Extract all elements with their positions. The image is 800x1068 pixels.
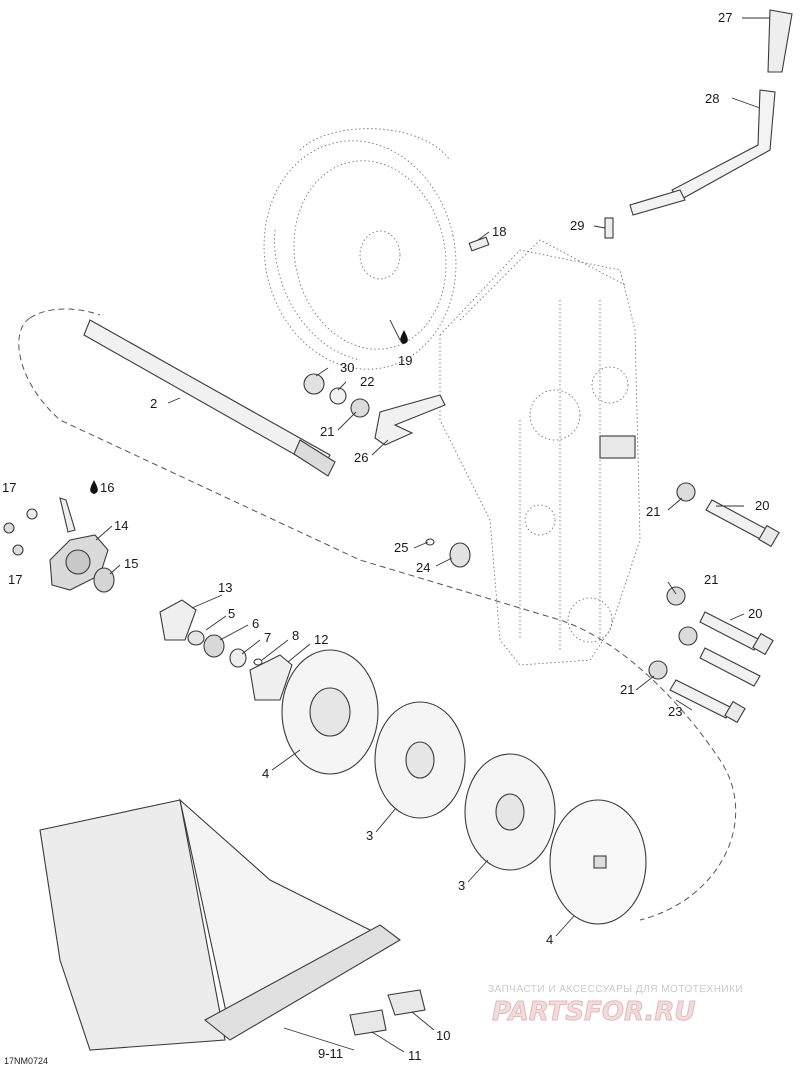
oring-25 <box>425 538 435 546</box>
callout-29: 29 <box>570 218 584 233</box>
callout-5: 5 <box>228 606 235 621</box>
callout-21-upper: 21 <box>320 424 334 439</box>
bolt-20-upper <box>676 482 780 548</box>
callout-20-lower: 20 <box>748 606 762 621</box>
callout-7: 7 <box>264 630 271 645</box>
callout-2: 2 <box>150 396 157 411</box>
callout-30: 30 <box>340 360 354 375</box>
leader-lines <box>95 17 770 1053</box>
callout-22: 22 <box>360 374 374 389</box>
clip-11 <box>349 1009 387 1036</box>
chaincase-housing <box>439 239 641 666</box>
pin-29 <box>604 217 614 239</box>
watermark-logo: PARTSFOR.RU <box>492 997 695 1027</box>
tool-26 <box>374 394 446 446</box>
callout-4-right: 4 <box>546 932 553 947</box>
bearing-housing-14 <box>49 534 109 591</box>
washer-17-a <box>26 508 38 520</box>
plate-13 <box>159 599 197 641</box>
shaft-2 <box>83 319 336 477</box>
callout-21-right-a: 21 <box>646 504 660 519</box>
bearing-15 <box>93 567 115 593</box>
callout-28: 28 <box>705 91 719 106</box>
fitting-16 <box>59 497 76 533</box>
callout-19: 19 <box>398 353 412 368</box>
watermark-tagline: ЗАПЧАСТИ И АКСЕССУАРЫ ДЛЯ МОТОТЕХНИКИ <box>488 984 743 995</box>
callout-16: 16 <box>100 480 114 495</box>
callout-26: 26 <box>354 450 368 465</box>
callout-13: 13 <box>218 580 232 595</box>
callout-17-lower: 17 <box>8 572 22 587</box>
drive-loop-outline <box>18 308 737 921</box>
callout-17-upper: 17 <box>2 480 16 495</box>
washer-22 <box>329 387 347 405</box>
ring-7 <box>229 648 247 668</box>
callout-18: 18 <box>492 224 506 239</box>
track-9-11 <box>39 798 401 1051</box>
callout-24: 24 <box>416 560 430 575</box>
oring-8 <box>253 658 263 666</box>
pulley-ghost <box>263 128 457 370</box>
callout-20-upper: 20 <box>755 498 769 513</box>
sprocket-3-b <box>464 753 556 871</box>
clip-10 <box>387 989 426 1016</box>
spacer-24 <box>449 542 471 568</box>
chaincase-lever <box>629 9 793 216</box>
sprocket-4-left <box>281 649 379 775</box>
nut-17-upper <box>3 522 15 534</box>
callout-14: 14 <box>114 518 128 533</box>
sprocket-4-right <box>549 799 647 925</box>
callout-3-a: 3 <box>366 828 373 843</box>
sprocket-3-a <box>374 701 466 819</box>
callout-11: 11 <box>408 1048 422 1063</box>
seal-5 <box>187 630 205 646</box>
callout-25: 25 <box>394 540 408 555</box>
bearing-6 <box>203 634 225 658</box>
callout-10: 10 <box>436 1028 450 1043</box>
callout-9-11: 9-11 <box>318 1046 343 1061</box>
nut-17-lower <box>12 544 24 556</box>
callout-8: 8 <box>292 628 299 643</box>
callout-23: 23 <box>668 704 682 719</box>
callout-6: 6 <box>252 616 259 631</box>
gear-30 <box>303 373 325 395</box>
document-id: 17NM0724 <box>4 1056 48 1066</box>
callout-3-b: 3 <box>458 878 465 893</box>
plate-12 <box>249 654 293 701</box>
oil-drop-icon <box>400 330 408 344</box>
callout-27: 27 <box>718 10 732 25</box>
callout-12: 12 <box>314 632 328 647</box>
key-18 <box>468 236 490 252</box>
callout-15: 15 <box>124 556 138 571</box>
callout-21-right-c: 21 <box>620 682 634 697</box>
bolt-23 <box>648 660 746 724</box>
bolt-20-lower <box>666 586 774 687</box>
callout-21-right-b: 21 <box>704 572 718 587</box>
callout-4-left: 4 <box>262 766 269 781</box>
oil-drop-icon <box>90 480 98 494</box>
